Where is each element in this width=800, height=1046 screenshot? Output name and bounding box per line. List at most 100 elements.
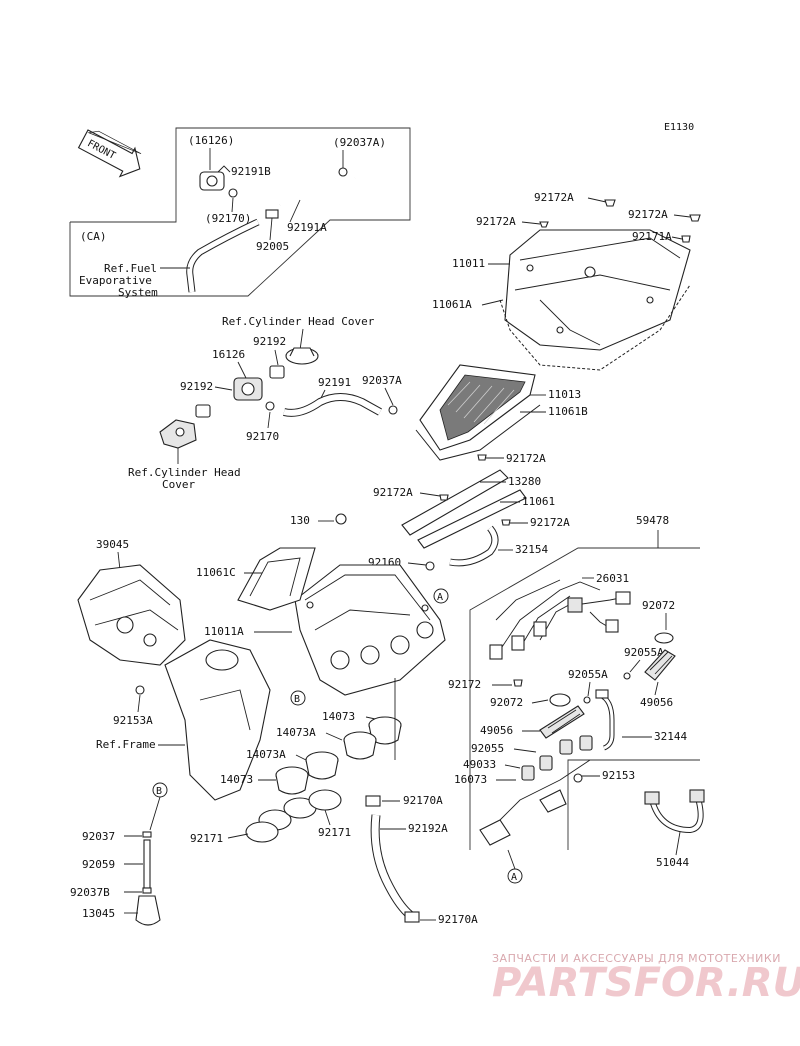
part-16126: 16126 [212,348,245,361]
part-92072-b: 92072 [490,696,523,709]
part-14073A-a: 14073A [276,726,316,739]
throttle-body-39045 [77,564,186,666]
part-11011A: 11011A [204,625,244,638]
intake-duct-14073A-b [305,751,339,780]
part-92037A: 92037A [362,374,402,387]
part-51044: 51044 [656,856,689,869]
callout-b-upper: B [290,690,306,706]
screw-92172 [513,679,523,687]
part-92153: 92153 [602,769,635,782]
clamps-92171 [245,789,342,843]
clip-92037 [142,831,152,838]
clip-92170A-b [404,911,420,923]
ref-fuel-line3: System [118,286,158,299]
part-49033: 49033 [463,758,496,771]
ring-92072-b [549,693,571,707]
watermark-brand: PARTSFOR.RU [492,960,800,1006]
part-92172A-4: 92172A [506,452,546,465]
part-11061A: 11061A [432,298,472,311]
part-92170A-b: 92170A [438,913,478,926]
part-92172A-2: 92172A [476,215,516,228]
part-59478: 59478 [636,514,669,527]
air-filter-element [419,364,536,451]
screw-92172A-4 [477,454,487,461]
part-11061: 11061 [522,495,555,508]
part-92171-b: 92171 [318,826,351,839]
part-11011: 11011 [452,257,485,270]
part-92055A-b: 92055A [568,668,608,681]
clip-92037B [142,887,152,894]
part-92192A: 92192A [408,822,448,835]
ca-inset-frame: (CA) [69,127,411,297]
part-92037B: 92037B [70,886,110,899]
part-92192-b: 92192 [180,380,213,393]
bolt-92153 [573,773,583,783]
part-16126-paren: (16126) [188,134,234,147]
clip-92037A [388,405,398,415]
svg-text:A: A [511,872,517,883]
air-cleaner-housing [294,564,446,696]
ref-fuel-line2: Evaporative [79,274,152,287]
part-92172A-5: 92172A [373,486,413,499]
svg-text:B: B [294,694,300,705]
bolt-130 [335,513,347,525]
part-14073-b: 14073 [220,773,253,786]
watermark-tagline: ЗАПЧАСТИ И АКСЕССУАРЫ ДЛЯ МОТОТЕХНИКИ [492,952,781,965]
injector-49056-a [644,649,676,681]
injector-49056-b [539,705,585,739]
washer-92160 [425,561,435,571]
callout-b-lower: B [152,782,168,798]
part-16073: 16073 [454,773,487,786]
ring-92072-a [654,632,674,644]
part-92171A: 92171A [632,230,672,243]
part-49056-a: 49056 [640,696,673,709]
frame-ref [164,639,271,801]
part-14073-a: 14073 [322,710,355,723]
reed-valve-16126 [233,377,263,401]
svg-text:B: B [156,786,162,797]
ref-cyl-bottom-line1: Ref.Cylinder Head [128,466,241,479]
part-14073A-b: 14073A [246,748,286,761]
cylinder-head-cap-lower [159,419,197,449]
front-arrow-icon: FRONT [77,129,142,178]
diagram-code: E1130 [664,122,694,133]
cylinder-head-cap-upper [285,347,319,365]
ref-frame: Ref.Frame [96,738,156,751]
wire-harness-26031 [489,579,631,660]
intake-duct-14073-a [368,716,402,745]
duct-13280 [401,469,527,549]
svg-text:A: A [437,592,443,603]
cover-seal-11061A [499,284,691,371]
part-92153A: 92153A [113,714,153,727]
oring-92055A-a [623,672,631,680]
part-92172A-3: 92172A [628,208,668,221]
part-11061B: 11061B [548,405,588,418]
part-39045: 39045 [96,538,129,551]
ca-hose-lower [186,218,260,293]
part-26031: 26031 [596,572,629,585]
ca-clip [228,188,238,198]
ref-cyl-head-top: Ref.Cylinder Head Cover [222,315,375,328]
part-92191A: 92191A [287,221,327,234]
clip-92170A-a [365,795,381,807]
injector-group-frame [469,547,700,850]
part-130: 130 [290,514,310,527]
part-92005: 92005 [256,240,289,253]
part-13280: 13280 [508,475,541,488]
clip-92170 [265,401,275,411]
callout-a-upper: A [433,588,449,604]
part-92191: 92191 [318,376,351,389]
part-32144: 32144 [654,730,687,743]
ref-fuel-line1: Ref.Fuel [104,262,157,275]
part-49056-b: 49056 [480,724,513,737]
intake-duct-14073A-a [343,731,377,760]
tube-92059 [143,839,151,889]
callout-a-lower: A [507,868,523,884]
hose-32154 [449,525,499,567]
intake-duct-14073-b [275,766,309,795]
part-92170A-a: 92170A [403,794,443,807]
part-92191B: 92191B [231,165,271,178]
part-92059: 92059 [82,858,115,871]
fuel-hose-51044 [644,789,705,834]
